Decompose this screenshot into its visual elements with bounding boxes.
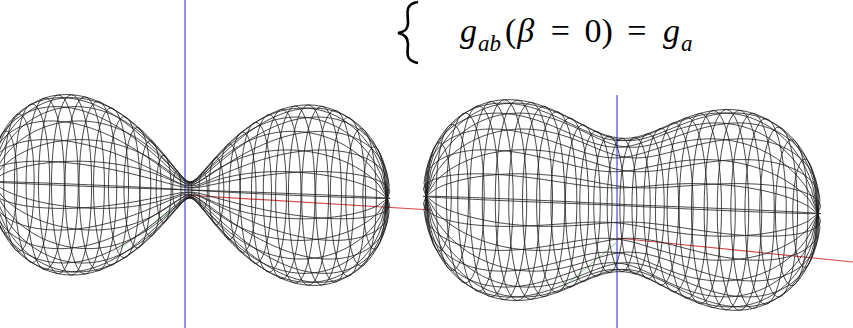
wire-line bbox=[745, 119, 786, 305]
wire-line bbox=[330, 117, 365, 276]
wire-line bbox=[436, 124, 469, 270]
wire-line bbox=[717, 110, 762, 310]
wire-line bbox=[156, 155, 171, 222]
wire-line bbox=[458, 106, 499, 292]
wire-line bbox=[760, 127, 798, 297]
wire-line bbox=[79, 101, 117, 271]
wire-line bbox=[140, 140, 161, 236]
wire-line bbox=[38, 95, 78, 274]
wire-line bbox=[188, 182, 192, 198]
wire-line bbox=[495, 100, 540, 300]
wire-line bbox=[0, 182, 387, 241]
wire-line bbox=[0, 182, 387, 282]
wire-line bbox=[607, 138, 637, 271]
wire-line bbox=[0, 182, 387, 285]
curly-brace bbox=[398, 2, 418, 63]
wire-line bbox=[0, 182, 387, 282]
wire-line bbox=[316, 110, 354, 282]
wire-line bbox=[470, 102, 513, 297]
wire-line bbox=[0, 182, 387, 199]
wire-line bbox=[537, 112, 577, 293]
formula-text: g bbox=[663, 14, 680, 48]
wire-line bbox=[679, 113, 721, 303]
wire-line bbox=[229, 132, 256, 252]
wire-line bbox=[667, 117, 707, 298]
wire-line bbox=[775, 140, 808, 286]
wire-line bbox=[509, 102, 553, 299]
wire-line bbox=[0, 95, 387, 198]
wire-line bbox=[0, 121, 387, 198]
wire-line bbox=[0, 140, 389, 199]
wire-line bbox=[446, 113, 484, 283]
wire-line bbox=[426, 103, 818, 213]
wire-line bbox=[0, 161, 387, 198]
wire-line bbox=[26, 98, 64, 270]
wire-line bbox=[173, 171, 181, 208]
formula-text: β bbox=[517, 14, 534, 48]
wire-line bbox=[0, 140, 387, 199]
wire-line bbox=[793, 159, 817, 267]
wire-line bbox=[263, 109, 301, 279]
wire-line bbox=[655, 123, 693, 292]
wire-line bbox=[644, 128, 679, 285]
wire-line bbox=[482, 100, 527, 300]
wire-line bbox=[346, 129, 377, 266]
wire-line bbox=[14, 104, 49, 263]
wire-line bbox=[426, 103, 818, 213]
wire-line bbox=[363, 147, 386, 249]
wire-line bbox=[199, 172, 207, 209]
wire-line bbox=[704, 110, 749, 310]
wire-line bbox=[691, 111, 735, 308]
wire-line bbox=[276, 106, 315, 283]
dumbbell-surface bbox=[0, 95, 390, 286]
wire-line bbox=[565, 125, 600, 282]
formula-text: g bbox=[460, 14, 477, 48]
formula-text: = 0) = bbox=[536, 14, 661, 48]
formula: gab(β = 0) = ga bbox=[460, 14, 692, 48]
wire-line bbox=[551, 118, 589, 287]
wire-line bbox=[426, 197, 818, 307]
formula-text: ( bbox=[505, 14, 516, 48]
vertical-axis bbox=[616, 95, 617, 328]
wire-line bbox=[94, 108, 129, 265]
wire-line bbox=[209, 157, 224, 224]
wire-line bbox=[427, 143, 451, 251]
subscript: a bbox=[681, 32, 693, 55]
wire-line bbox=[124, 127, 151, 247]
subscript: ab bbox=[478, 32, 501, 55]
wire-line bbox=[620, 137, 650, 274]
peanut-surface bbox=[423, 100, 821, 311]
vertical-axis bbox=[184, 0, 185, 328]
wire-line bbox=[426, 197, 818, 307]
wire-line bbox=[251, 115, 286, 272]
